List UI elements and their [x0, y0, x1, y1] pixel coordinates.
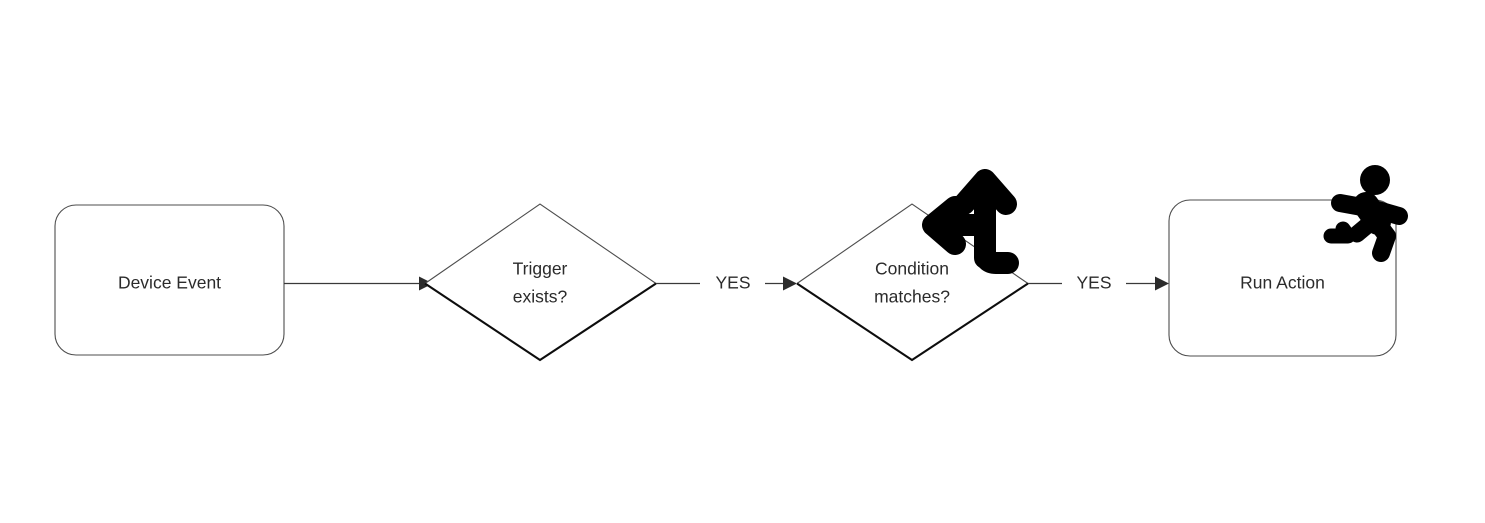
edge-trigger-to-condition: YES: [656, 273, 797, 293]
run-action-shape[interactable]: [1168, 199, 1397, 357]
edge-2-arrowhead: [783, 276, 797, 291]
running-person-arm-back: [1331, 194, 1371, 216]
running-person-leg-rear: [1348, 215, 1378, 243]
running-person-arm-front: [1369, 201, 1408, 225]
edge-3-label: YES: [1076, 273, 1111, 293]
branch-arrow-left-head: [922, 196, 966, 255]
trigger-exists-fill[interactable]: [425, 204, 656, 360]
node-device-event[interactable]: Device Event: [54, 204, 285, 356]
trigger-exists-label-line2: exists?: [513, 287, 568, 307]
running-person-motion-mark: [1323, 221, 1356, 244]
device-event-shape[interactable]: [54, 204, 285, 356]
node-condition-matches[interactable]: Condition matches?: [796, 203, 1029, 362]
condition-matches-label-line2: matches?: [874, 287, 950, 307]
branch-arrow-up-head: [953, 169, 1017, 215]
running-person-leg-front: [1369, 215, 1396, 262]
running-person-head: [1360, 165, 1390, 195]
branch-fork-arrow-icon: [922, 169, 1019, 274]
run-action-label: Run Action: [1240, 273, 1325, 293]
edge-2-label: YES: [715, 273, 750, 293]
edge-device-event-to-trigger: [284, 276, 433, 291]
trigger-exists-edge-bottom: [424, 282, 657, 362]
edge-condition-to-action: YES: [1028, 273, 1169, 293]
running-person-icon: [1323, 165, 1408, 262]
lightning-bolt-upper: [590, 185, 623, 222]
lightning-bolt-icon: [590, 185, 633, 250]
node-run-action[interactable]: Run Action: [1168, 199, 1397, 357]
trigger-exists-label-line1: Trigger: [513, 259, 568, 279]
lightning-bolt-lower-a: [598, 219, 633, 250]
device-event-label: Device Event: [118, 273, 221, 293]
condition-matches-label-line1: Condition: [875, 259, 949, 279]
edge-3-arrowhead: [1155, 276, 1169, 291]
branch-arrow-tail: [974, 239, 1019, 274]
condition-matches-edge-bottom: [796, 282, 1029, 362]
trigger-exists-edge-top: [424, 203, 657, 284]
node-trigger-exists[interactable]: Trigger exists?: [424, 203, 657, 362]
